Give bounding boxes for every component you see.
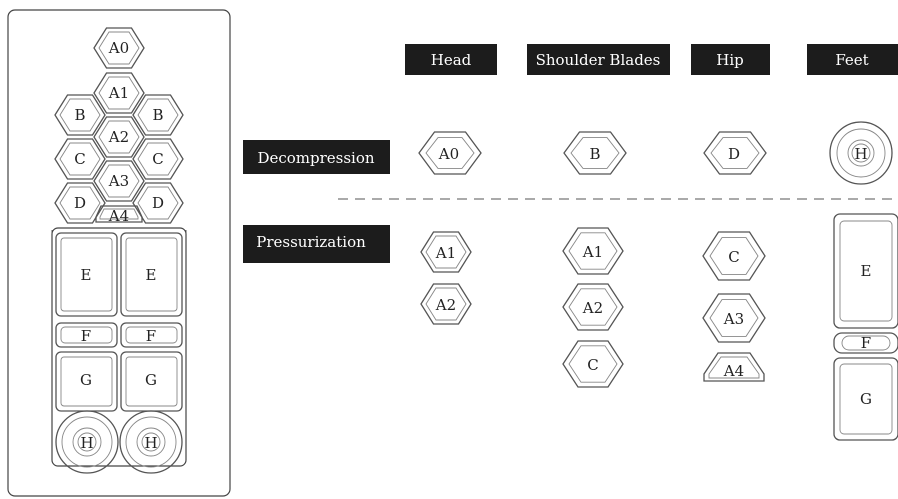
mattress-rect-f-right: F — [120, 322, 183, 348]
mattress-hex-c-right: C — [132, 138, 184, 180]
mattress-hex-b-right: B — [132, 94, 184, 136]
column-header-label: Hip — [716, 51, 743, 69]
decomp-feet-h: H — [829, 121, 893, 185]
cell-label: A2 — [582, 299, 603, 317]
cell-label: A0 — [108, 39, 129, 57]
cell-label: B — [152, 106, 163, 124]
cell-label: E — [81, 266, 92, 284]
cell-label: C — [728, 248, 739, 266]
column-header-hip: Hip — [691, 44, 770, 75]
press-hip-c: C — [702, 231, 766, 281]
column-header-shoulder-blades: Shoulder Blades — [527, 44, 670, 75]
cell-label: C — [152, 150, 163, 168]
row-header-decompression: Decompression — [243, 140, 390, 174]
cell-label: D — [152, 194, 164, 212]
mattress-hex-a0: A0 — [93, 27, 145, 69]
press-shoulder-c: C — [562, 340, 624, 388]
row-header-pressurization: Pressurization — [243, 225, 390, 263]
cell-label: B — [589, 145, 600, 163]
press-shoulder-a1: A1 — [562, 227, 624, 275]
column-header-head: Head — [405, 44, 497, 75]
press-head-a1: A1 — [420, 231, 472, 273]
cell-label: G — [80, 371, 92, 389]
cell-label: C — [587, 356, 598, 374]
mattress-hex-a2: A2 — [93, 116, 145, 158]
press-hip-a4: A4 — [703, 352, 765, 382]
press-shoulder-a2: A2 — [562, 283, 624, 331]
press-head-a2: A2 — [420, 283, 472, 325]
mattress-hex-d-right: D — [132, 182, 184, 224]
mattress-hex-a1: A1 — [93, 72, 145, 114]
mattress-rect-e-left: E — [55, 232, 118, 317]
cell-label: E — [146, 266, 157, 284]
press-feet-g: G — [833, 357, 898, 441]
mattress-rect-g-left: G — [55, 351, 118, 412]
cell-label: A4 — [723, 362, 744, 380]
mattress-circle-h-right: H — [119, 410, 183, 474]
cell-label: B — [74, 106, 85, 124]
row-header-label: Pressurization — [256, 233, 366, 251]
decomp-head-a0: A0 — [418, 131, 482, 175]
cell-label: H — [144, 434, 157, 452]
press-feet-f: F — [833, 332, 898, 354]
mattress-hex-a4: A4 — [95, 205, 143, 225]
mattress-rect-g-right: G — [120, 351, 183, 412]
cell-label: G — [145, 371, 157, 389]
cell-label: A1 — [582, 243, 603, 261]
column-header-label: Shoulder Blades — [536, 51, 661, 69]
mattress-circle-h-left: H — [55, 410, 119, 474]
cell-label: F — [861, 334, 871, 352]
mattress-hex-d-left: D — [54, 182, 106, 224]
mattress-hex-c-left: C — [54, 138, 106, 180]
cell-label: A2 — [108, 128, 129, 146]
cell-label: A4 — [108, 207, 129, 225]
cell-label: H — [80, 434, 93, 452]
cell-label: G — [860, 390, 872, 408]
cell-label: A3 — [108, 172, 129, 190]
cell-label: F — [81, 327, 91, 345]
mattress-hex-b-left: B — [54, 94, 106, 136]
mattress-rect-e-right: E — [120, 232, 183, 317]
cell-label: A1 — [435, 244, 456, 262]
press-hip-a3: A3 — [702, 293, 766, 343]
mattress-lower-frame — [51, 227, 187, 467]
decomp-hip-d: D — [703, 131, 767, 175]
cell-label: H — [854, 145, 867, 163]
cell-label: C — [74, 150, 85, 168]
mattress-hex-a3: A3 — [93, 160, 145, 202]
mattress-frame — [7, 9, 231, 497]
cell-label: A1 — [108, 84, 129, 102]
row-header-label: Decompression — [257, 149, 374, 167]
cell-label: A0 — [438, 145, 459, 163]
column-header-label: Feet — [835, 51, 868, 69]
cell-label: D — [74, 194, 86, 212]
column-header-feet: Feet — [807, 44, 898, 75]
cell-label: A2 — [435, 296, 456, 314]
cell-label: F — [146, 327, 156, 345]
cell-label: D — [728, 145, 740, 163]
cell-label: A3 — [723, 310, 744, 328]
cell-label: E — [861, 262, 872, 280]
mattress-rect-f-left: F — [55, 322, 118, 348]
column-header-label: Head — [431, 51, 472, 69]
press-feet-e: E — [833, 213, 898, 329]
decomp-shoulder-b: B — [563, 131, 627, 175]
